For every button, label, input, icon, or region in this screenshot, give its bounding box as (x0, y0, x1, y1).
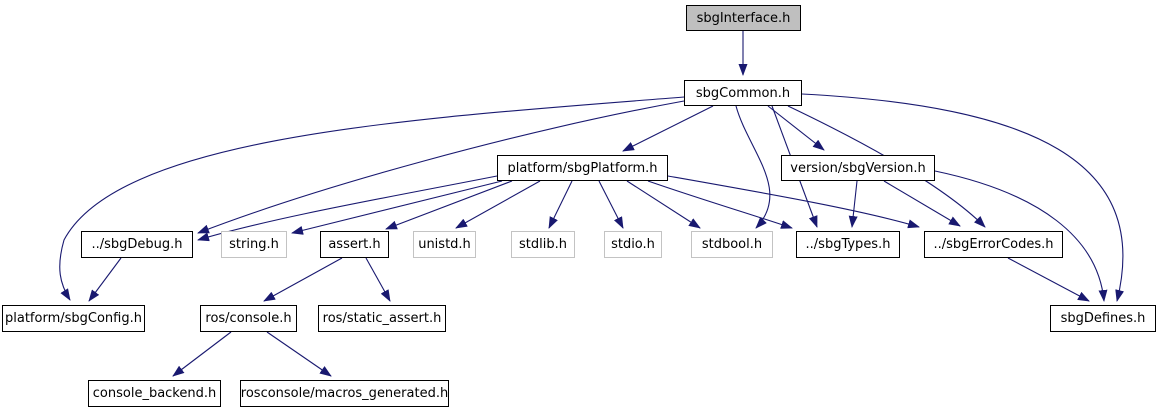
node-string: string.h (221, 231, 287, 258)
node-rosConsole[interactable]: ros/console.h (200, 305, 297, 332)
node-stdio: stdio.h (604, 231, 662, 258)
node-sbgTypes[interactable]: ../sbgTypes.h (796, 231, 900, 258)
node-stdlib: stdlib.h (511, 231, 575, 258)
node-sbgCommon[interactable]: sbgCommon.h (684, 80, 802, 106)
node-assert[interactable]: assert.h (320, 231, 389, 258)
node-sbgConfig[interactable]: platform/sbgConfig.h (2, 305, 145, 332)
node-sbgVersion[interactable]: version/sbgVersion.h (781, 155, 935, 181)
node-rosStaticAssert[interactable]: ros/static_assert.h (318, 305, 446, 332)
edge-rosConsole-rosconsoleMacros (266, 331, 332, 377)
node-unistd: unistd.h (413, 231, 476, 258)
node-sbgErrorCodes[interactable]: ../sbgErrorCodes.h (924, 231, 1063, 258)
edge-sbgPlatform-stdlib (548, 180, 573, 229)
edge-sbgVersion-sbgErrorCodes (883, 180, 961, 227)
node-sbgInterface: sbgInterface.h (686, 5, 801, 31)
node-consoleBackend[interactable]: console_backend.h (88, 380, 221, 407)
edge-sbgPlatform-stdio (598, 180, 624, 229)
edge-sbgPlatform-sbgTypes (647, 180, 793, 229)
edge-sbgVersion-sbgDefines (934, 170, 1108, 302)
edge-sbgPlatform-sbgErrorCodes (667, 175, 920, 229)
node-stdbool: stdbool.h (691, 231, 773, 258)
edge-sbgCommon-sbgVersion (767, 105, 825, 151)
edge-rosConsole-consoleBackend (172, 331, 232, 377)
edge-sbgPlatform-unistd (455, 180, 541, 229)
edge-sbgPlatform-string (291, 180, 503, 235)
edge-sbgCommon-sbgPlatform (622, 105, 714, 152)
node-sbgDebug[interactable]: ../sbgDebug.h (81, 231, 193, 258)
node-rosconsoleMacros[interactable]: rosconsole/macros_generated.h (240, 380, 449, 407)
edge-assert-rosStaticAssert (365, 257, 391, 302)
edge-sbgPlatform-assert (385, 180, 513, 230)
edge-sbgPlatform-stdbool (626, 180, 701, 229)
edge-sbgCommon-sbgDefines (801, 93, 1125, 302)
edge-sbgVersion-sbgTypes (848, 180, 858, 228)
edge-sbgCommon-sbgConfig (59, 96, 685, 301)
edge-sbgCommon-stdbool (735, 105, 771, 229)
node-sbgPlatform[interactable]: platform/sbgPlatform.h (497, 155, 668, 181)
edge-sbgErrorCodes-sbgDefines (1007, 257, 1090, 302)
edge-assert-rosConsole (263, 257, 343, 302)
edge-sbgDebug-sbgConfig (88, 257, 122, 302)
edge-sbgCommon-sbgDebug (197, 100, 685, 234)
node-sbgDefines[interactable]: sbgDefines.h (1050, 305, 1156, 332)
